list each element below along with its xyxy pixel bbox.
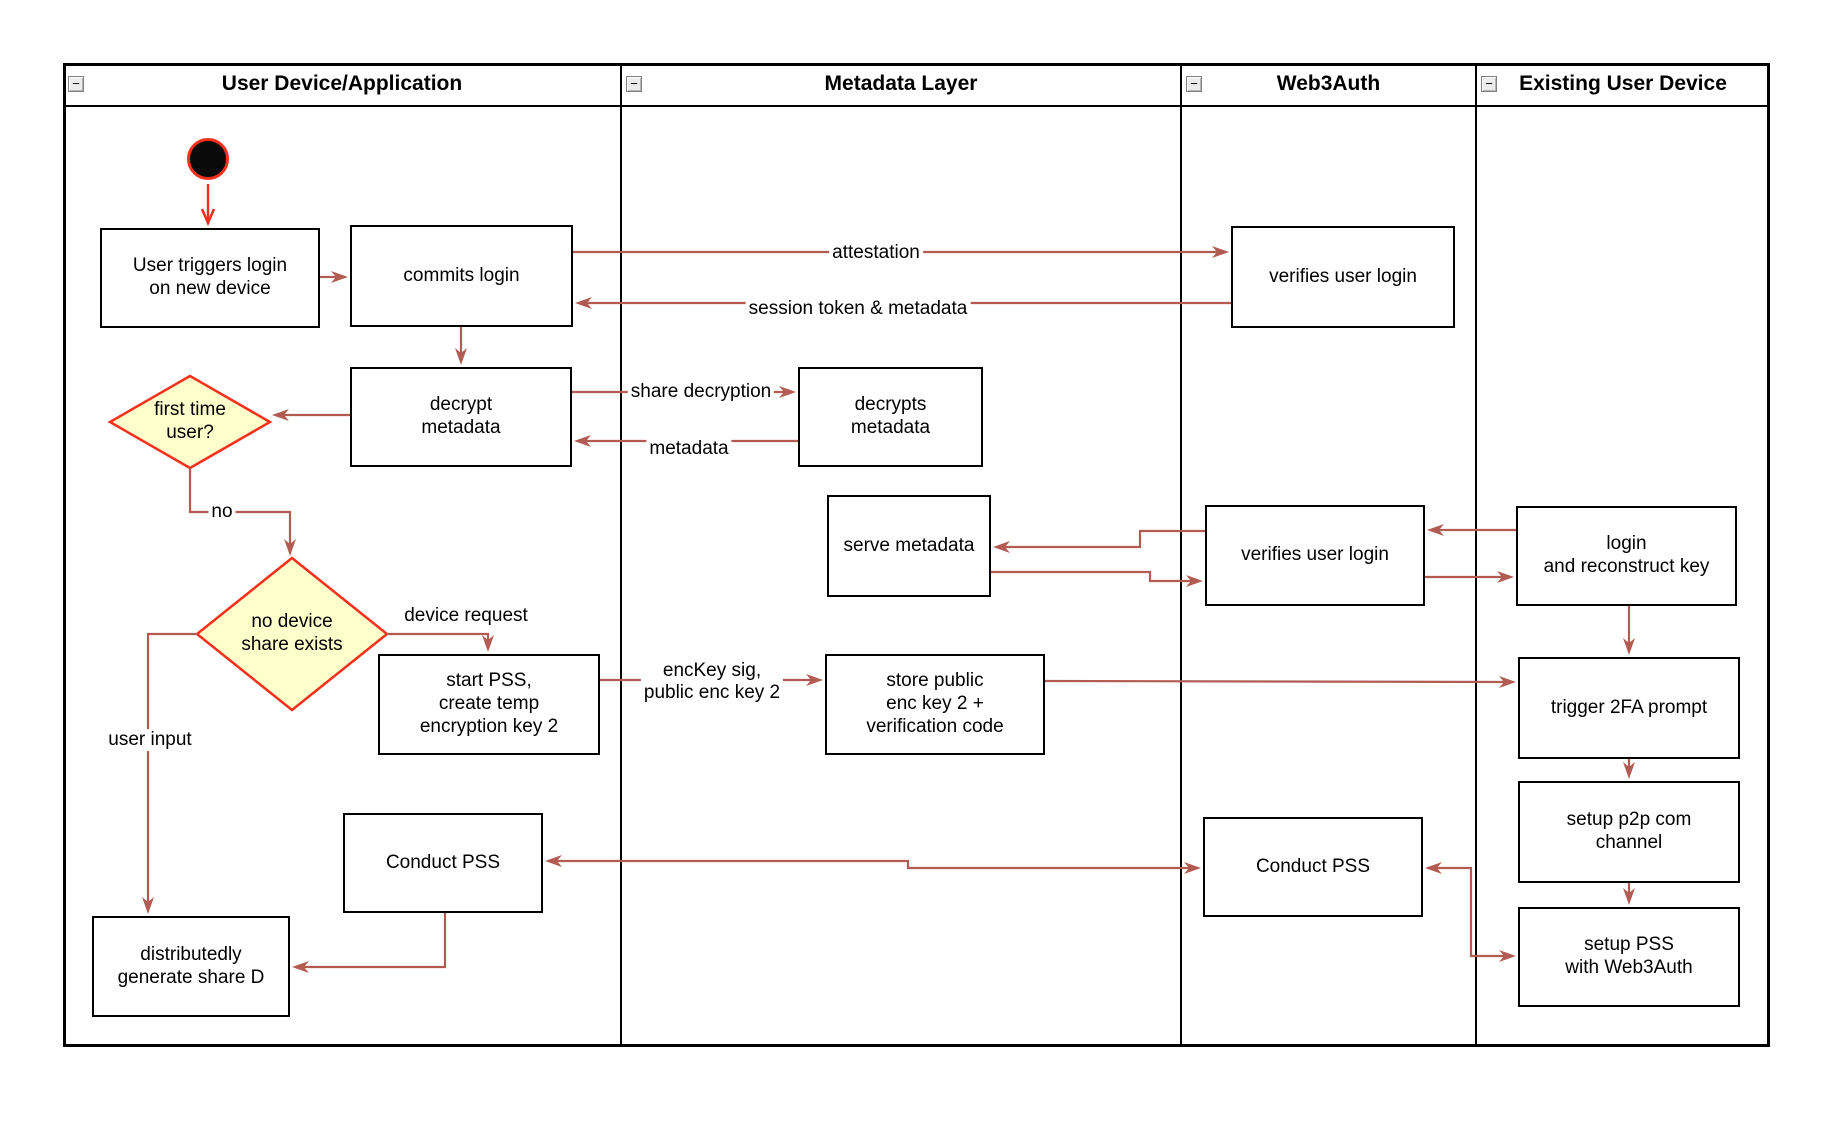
edge-conduct-pss-link-start-head [545, 855, 562, 867]
edge-setuppss-conduct-link-head [1499, 950, 1516, 962]
edge-verifies2-to-login-head [1497, 571, 1514, 583]
edge-commits-to-decrypt-head [455, 348, 467, 365]
first-time-user-decision-label: first time user? [154, 399, 226, 443]
edge-conduct-to-distgen[interactable] [304, 913, 447, 969]
start-state[interactable] [187, 138, 229, 180]
collapse-icon[interactable]: − [1186, 76, 1202, 92]
edge-login-to-verifies2-head [1427, 524, 1444, 536]
edge-enckey-head [806, 674, 823, 686]
setup-pss-with-web3auth[interactable]: setup PSS with Web3Auth [1518, 907, 1740, 1007]
distributedly-generate-share-d[interactable]: distributedly generate share D [92, 916, 290, 1017]
start-pss[interactable]: start PSS, create temp encryption key 2 [378, 654, 600, 755]
edge-user-triggers-to-commits-head [331, 271, 348, 283]
decrypt-metadata[interactable]: decrypt metadata [350, 367, 572, 467]
edge-serve-to-verifies2[interactable] [991, 570, 1191, 583]
user-triggers-login[interactable]: User triggers login on new device [100, 228, 320, 328]
lane-title-user-device-application[interactable]: User Device/Application [221, 72, 463, 95]
edge-device-request[interactable] [387, 632, 490, 640]
collapse-icon[interactable]: − [626, 76, 642, 92]
lane-divider [1180, 63, 1182, 1047]
edge-conduct-pss-link-head [1184, 862, 1201, 874]
edge-no[interactable] [188, 468, 292, 544]
edge-setuppss-conduct-link[interactable] [1437, 866, 1504, 958]
edge-no-head [284, 539, 296, 556]
verifies-user-login-1[interactable]: verifies user login [1231, 226, 1455, 328]
no-device-share-decision-label: no device share exists [241, 611, 343, 655]
edge-store-to-trigger-head [1498, 675, 1516, 688]
edge-share-decryption-head [779, 386, 796, 398]
conduct-pss-user[interactable]: Conduct PSS [343, 813, 543, 913]
collapse-icon[interactable]: − [68, 76, 84, 92]
label-attestation: attestation [829, 242, 923, 264]
edge-store-to-trigger[interactable] [1044, 679, 1505, 684]
edge-session-token-head [575, 297, 592, 309]
no-device-share-decision-shape[interactable] [194, 556, 390, 712]
label-user-input: user input [105, 729, 195, 751]
header-separator [63, 105, 1770, 107]
lane-divider [1475, 63, 1477, 1047]
serve-metadata[interactable]: serve metadata [827, 495, 991, 597]
edge-decrypt-to-firsttime-head [272, 409, 289, 421]
edge-device-request-head [482, 635, 494, 652]
edge-trigger-to-p2p-head [1623, 762, 1635, 779]
edge-attestation-head [1212, 246, 1229, 258]
edge-verifies2-to-serve-head [993, 541, 1010, 553]
verifies-user-login-2[interactable]: verifies user login [1205, 505, 1425, 606]
lane-title-web3auth[interactable]: Web3Auth [1276, 72, 1381, 95]
edge-metadata-return-head [574, 435, 591, 447]
label-session-token: session token & metadata [745, 298, 971, 320]
edge-serve-to-verifies2-head [1186, 575, 1203, 587]
edge-conduct-to-distgen-head [292, 961, 309, 973]
lane-title-metadata-layer[interactable]: Metadata Layer [824, 72, 978, 95]
label-device-request: device request [401, 605, 531, 627]
login-and-reconstruct-key[interactable]: login and reconstruct key [1516, 506, 1737, 606]
decrypts-metadata[interactable]: decrypts metadata [798, 367, 983, 467]
edge-p2p-to-setuppss-head [1623, 888, 1635, 905]
label-share-decryption: share decryption [627, 381, 775, 403]
commits-login[interactable]: commits login [350, 225, 573, 327]
edge-user-input-head [142, 897, 154, 914]
label-no: no [208, 501, 236, 523]
trigger-2fa-prompt[interactable]: trigger 2FA prompt [1518, 657, 1740, 759]
edge-setuppss-conduct-link-start-head [1425, 862, 1442, 874]
swimlane-frame [63, 63, 1770, 1047]
edge-conduct-pss-link[interactable] [557, 859, 1189, 870]
store-public-enc-key[interactable]: store public enc key 2 + verification co… [825, 654, 1045, 755]
lane-title-existing-user-device[interactable]: Existing User Device [1519, 72, 1727, 95]
setup-p2p-com-channel[interactable]: setup p2p com channel [1518, 781, 1740, 883]
label-enckey: encKey sig, public enc key 2 [640, 660, 784, 704]
edge-login-to-trigger-head [1623, 638, 1635, 655]
edge-user-input[interactable] [146, 632, 197, 902]
collapse-icon[interactable]: − [1481, 76, 1497, 92]
lane-divider [620, 63, 622, 1047]
edge-verifies2-to-serve[interactable] [1005, 529, 1205, 549]
conduct-pss-web3auth[interactable]: Conduct PSS [1203, 817, 1423, 917]
label-metadata: metadata [646, 438, 732, 460]
